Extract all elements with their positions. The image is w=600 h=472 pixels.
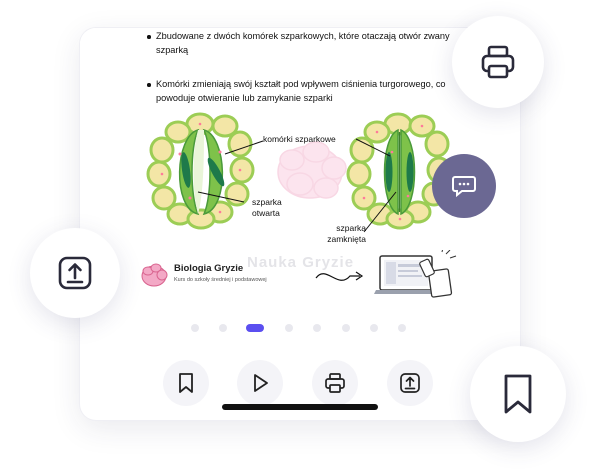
brain-watermark-drawing [277,141,347,199]
share-button[interactable] [387,360,433,406]
stomata-illustration [146,112,452,233]
bullet-text: szparką [156,44,189,55]
play-icon [254,374,268,392]
bullet-item: Komórki zmieniają swój kształt pod wpływ… [147,78,520,105]
label-leader-lines [197,138,397,233]
brain-logo-icon [141,263,168,287]
stomata-diagram: komórki szparkowe szparka otwarta szpark… [80,112,520,262]
page-dot[interactable] [313,324,321,332]
bullet-text: Komórki zmieniają swój kształt pod wpływ… [156,79,446,89]
page-dot[interactable] [398,324,406,332]
bookmark-button[interactable] [163,360,209,406]
laptop-tablet-illustration [374,250,457,298]
label-stoma-open: szparka otwarta [252,197,282,219]
floating-print-button[interactable] [452,16,544,108]
banner-graphics [141,250,457,298]
floating-share-button[interactable] [30,228,120,318]
watermark-text: Nauka Gryzie [247,254,355,271]
page-dot[interactable] [342,324,350,332]
print-button[interactable] [312,360,358,406]
page-dot[interactable] [370,324,378,332]
open-stoma-drawing [146,112,255,230]
bullet-text: powoduje otwieranie lub zamykanie szpark… [156,92,333,103]
label-stoma-closed: szparka zamknięta [318,223,366,245]
chat-icon [452,176,476,198]
page-dot[interactable] [191,324,199,332]
printer-icon [481,45,515,79]
label-stoma-closed-line2: zamknięta [327,234,366,244]
label-stoma-closed-line1: szparka [336,223,366,233]
home-indicator [222,404,378,410]
bookmark-icon [179,373,193,393]
label-guard-cells: komórki szparkowe [263,134,336,144]
play-button[interactable] [237,360,283,406]
course-banner: Biologia Gryzie Kurs do szkoły średniej … [138,250,458,300]
upload-icon [400,373,420,393]
bullet-item: Zbudowane z dwóch komórek szparkowych, k… [147,31,496,63]
label-stoma-open-line1: szparka [252,197,282,207]
banner-title: Biologia Gryzie [174,263,244,274]
bullet-dot [147,35,151,39]
pagination-dots [80,322,520,332]
chat-button[interactable] [432,154,496,218]
page-dot[interactable] [285,324,293,332]
bullet-dot [147,83,151,87]
label-stoma-open-line2: otwarta [252,208,280,218]
bookmark-icon [504,374,532,414]
page-dot-active[interactable] [246,324,264,332]
arrow-icon [315,273,360,281]
upload-icon [58,256,92,290]
floating-bookmark-button[interactable] [470,346,566,442]
phone-screen: Zbudowane z dwóch komórek szparkowych, k… [80,28,520,420]
page-dot[interactable] [219,324,227,332]
bullet-text: Zbudowane z dwóch komórek szparkowych, k… [156,31,450,41]
printer-icon [325,373,345,393]
banner-subtitle: Kurs do szkoły średniej i podstawowej [174,277,267,283]
